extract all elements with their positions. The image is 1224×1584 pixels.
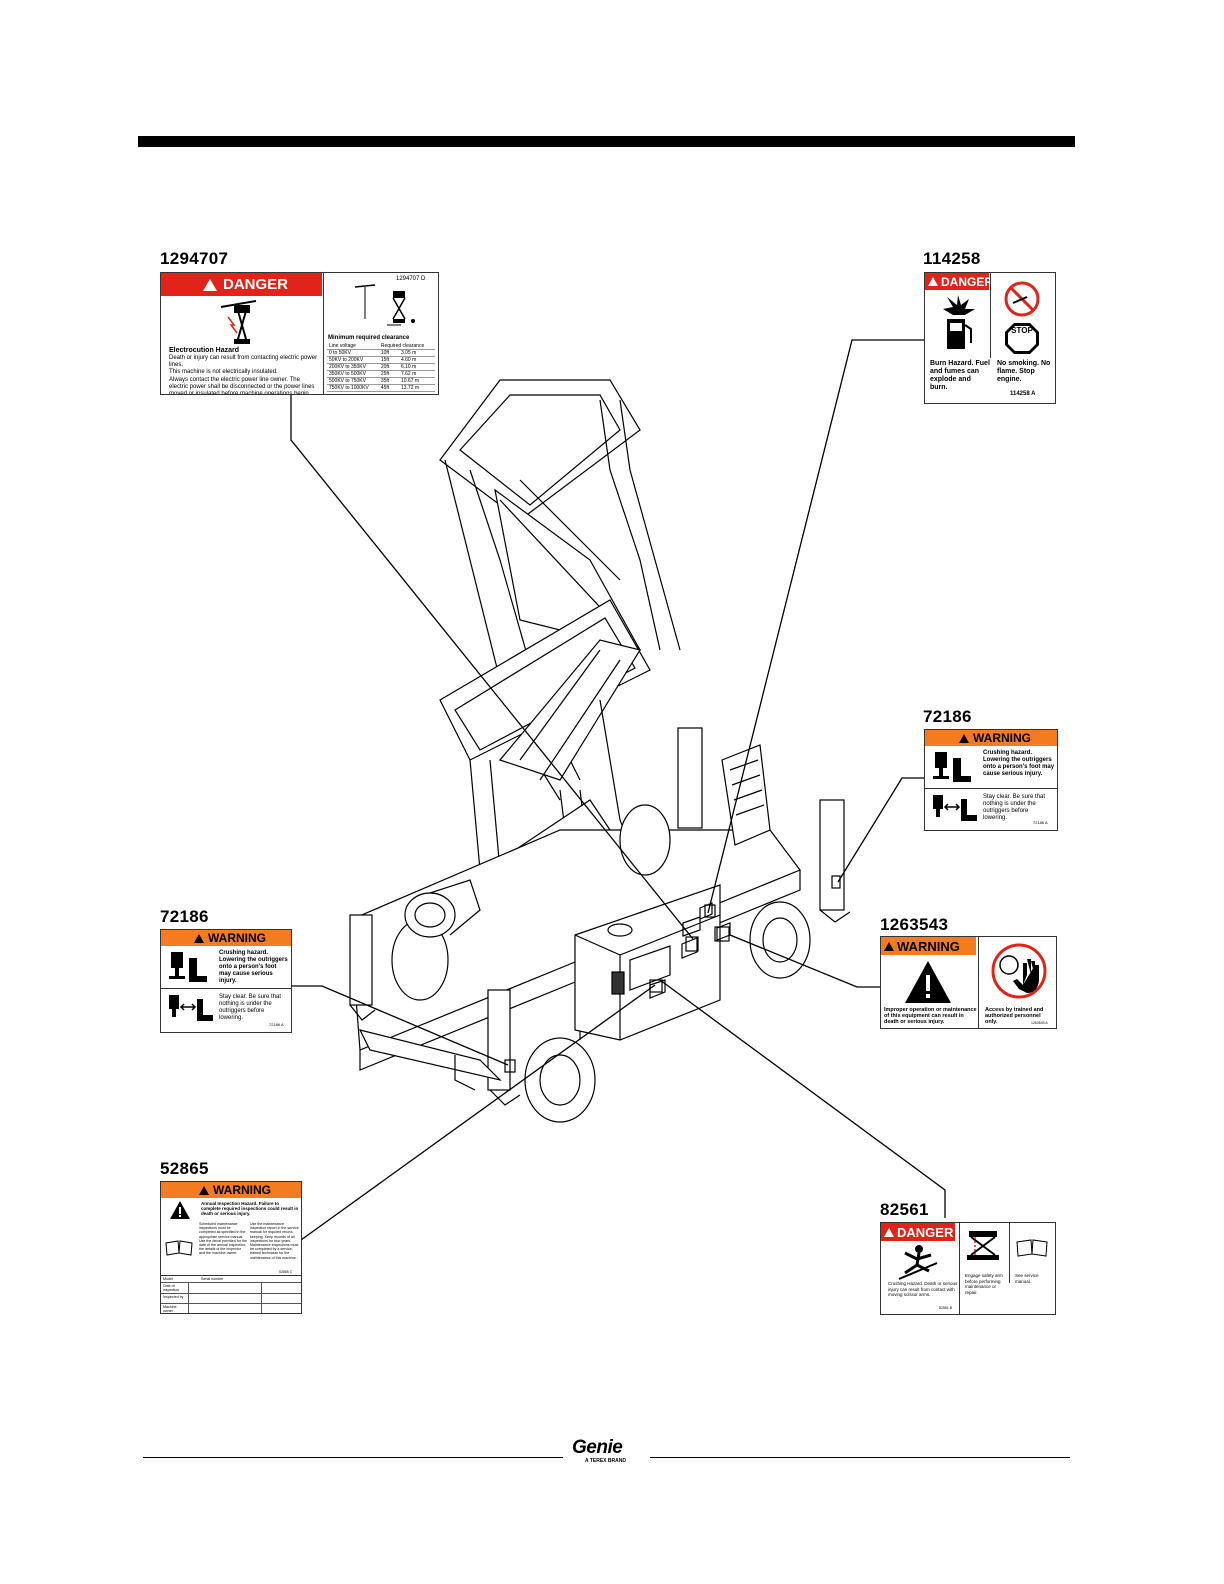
warning-triangle-icon: [928, 277, 938, 286]
warning-triangle-icon: [194, 933, 204, 943]
decal-52865: WARNING Annual Inspection Hazard. Failur…: [160, 1181, 302, 1314]
stay-clear-text: Stay clear. Be sure that nothing is unde…: [983, 794, 1046, 821]
decal-1263543: WARNING Improper operation or maintenanc…: [880, 936, 1057, 1029]
decal-72186-left: WARNING Crushing hazard. Lowering the ou…: [160, 929, 292, 1033]
part-number-72186-left: 72186: [160, 907, 209, 926]
hazard-line-1: Death or injury can result from contacti…: [169, 355, 318, 368]
authorized-personnel-only-icon: [991, 943, 1047, 999]
decal-code: 114258 A: [1010, 391, 1036, 397]
engage-safety-arm-text: Engage safety arm before performing main…: [965, 1273, 1003, 1295]
decal-code: 1263543 A: [1031, 1021, 1048, 1025]
inspection-col-a: Scheduled maintenance inspections must b…: [199, 1222, 247, 1256]
warning-header: WARNING: [925, 730, 1057, 746]
part-number-1294707: 1294707: [160, 249, 229, 268]
footer-rule-left: [143, 1457, 563, 1458]
decal-code: 1294707 D: [396, 276, 426, 282]
footer-rule-right: [650, 1457, 1070, 1458]
decal-82561: DANGER Crushing Hazard. Death or serious…: [880, 1222, 1056, 1315]
stay-clear-arrow-icon: [933, 795, 977, 821]
logo-tagline: A TEREX BRAND: [585, 1458, 626, 1464]
annual-inspection-title: Annual Inspection Hazard. Failure to com…: [201, 1201, 299, 1216]
hazard-title: Electrocution Hazard: [169, 347, 240, 354]
clearance-table-title: Minimum required clearance: [328, 335, 410, 341]
decal-code: 82561 B: [939, 1306, 953, 1310]
manual-book-icon: [1016, 1239, 1048, 1257]
stay-clear-arrow-icon: [169, 995, 213, 1021]
improper-operation-text: Improper operation or maintenance of thi…: [884, 1007, 977, 1025]
crushing-hazard-text: Crushing Hazard. Death or serious injury…: [888, 1281, 958, 1297]
crushing-hazard-text: Crushing hazard. Lowering the outriggers…: [219, 950, 288, 984]
decal-114258: DANGER STOP Burn Hazard. Fuel and fumes …: [924, 272, 1056, 404]
authorized-personnel-text: Access by trained and authorized personn…: [985, 1007, 1044, 1025]
part-number-72186-right: 72186: [923, 707, 972, 726]
crushing-hazard-text: Crushing hazard. Lowering the outriggers…: [983, 750, 1055, 777]
part-number-82561: 82561: [880, 1200, 929, 1219]
no-smoking-stop-icon: [1004, 281, 1040, 354]
divider: [323, 273, 324, 394]
part-number-52865: 52865: [160, 1159, 209, 1178]
decal-code: 72186 A: [1033, 820, 1048, 825]
outrigger-crush-foot-icon: [933, 752, 971, 782]
hazard-line-2: This machine is not electrically insulat…: [169, 369, 278, 375]
warning-triangle-icon: [959, 733, 969, 743]
genie-logo: Genie: [572, 1437, 623, 1458]
warning-triangle-icon: [202, 278, 217, 291]
decal-1294707: DANGER Electrocution Hazard Death or inj…: [160, 272, 439, 395]
scissor-crush-icon: [898, 1245, 938, 1280]
warning-triangle-icon: [199, 1185, 209, 1195]
safety-arm-icon: [967, 1231, 999, 1260]
warning-header: WARNING: [881, 937, 976, 955]
warning-triangle-icon: [884, 941, 894, 951]
part-number-114258: 114258: [923, 249, 981, 268]
no-smoking-text: No smoking. No flame. Stop engine.: [997, 360, 1051, 383]
manual-book-icon: [165, 1240, 193, 1256]
inspection-col-b: Use the maintenance inspection report in…: [250, 1222, 299, 1260]
danger-header: DANGER: [881, 1223, 955, 1241]
danger-header: DANGER: [925, 273, 993, 290]
decal-code: 52865 C: [279, 1270, 293, 1274]
hazard-line-3: Always contact the electric power line o…: [169, 377, 315, 395]
stop-label: STOP: [1011, 326, 1033, 335]
warning-header: WARNING: [161, 930, 291, 946]
warning-exclamation-icon: [170, 1201, 190, 1219]
stay-clear-text: Stay clear. Be sure that nothing is unde…: [219, 994, 282, 1021]
electrocution-lift-icon: [220, 300, 257, 344]
see-service-manual-text: See service manual.: [1015, 1273, 1039, 1284]
decal-code: 72186 A: [269, 1022, 284, 1027]
burn-hazard-text: Burn Hazard. Fuel and fumes can explode …: [930, 360, 990, 391]
inspection-record-grid: Model Serial number Date of inspection I…: [161, 1275, 301, 1313]
warning-exclamation-icon: [905, 961, 951, 1003]
part-number-1263543: 1263543: [880, 915, 949, 934]
danger-header: DANGER: [161, 273, 322, 296]
warning-header: WARNING: [161, 1182, 301, 1198]
outrigger-crush-foot-icon: [169, 952, 207, 982]
decal-72186-right: WARNING Crushing hazard. Lowering the ou…: [924, 729, 1058, 831]
clearance-lift-icon: [354, 284, 415, 326]
fuel-pump-explosion-icon: [943, 295, 975, 349]
warning-triangle-icon: [884, 1227, 894, 1237]
header-rule: [138, 136, 1075, 147]
